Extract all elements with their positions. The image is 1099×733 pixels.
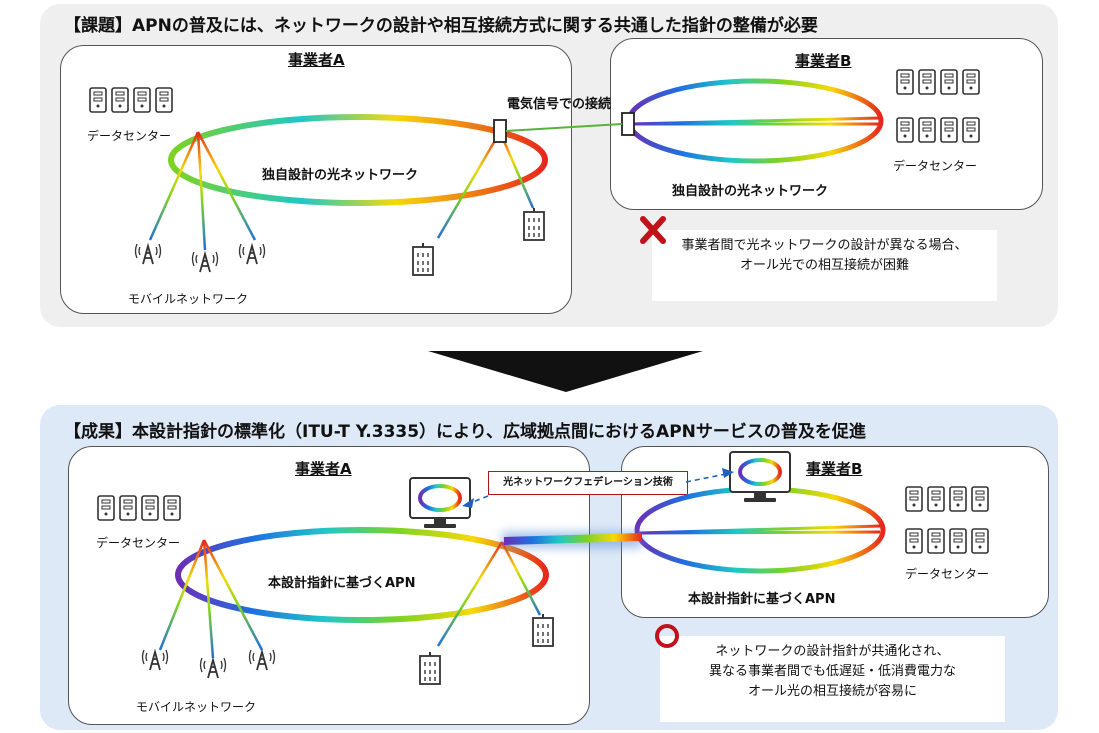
network-b-label-bottom: 本設計指針に基づくAPN bbox=[688, 592, 836, 607]
electrical-link-line bbox=[505, 123, 623, 132]
network-b-label-top: 独自設計の光ネットワーク bbox=[672, 184, 829, 199]
connection-label: 電気信号での接続 bbox=[507, 97, 612, 112]
datacenter-a-label-bottom: データセンター bbox=[96, 536, 181, 550]
server-rack-icon bbox=[905, 486, 989, 554]
datacenter-b-label-top: データセンター bbox=[893, 159, 978, 173]
building-icon bbox=[419, 613, 554, 685]
network-a-label-top: 独自設計の光ネットワーク bbox=[262, 168, 419, 183]
fail-cross-icon bbox=[640, 216, 666, 244]
result-title: 【成果】本設計指針の標準化（ITU-T Y.3335）により、広域拠点間における… bbox=[64, 422, 866, 442]
challenge-note: 事業者間で光ネットワークの設計が異なる場合、 オール光での相互接続が困難 bbox=[652, 230, 997, 301]
cell-tower-icon bbox=[141, 649, 276, 679]
challenge-title: 【課題】APNの普及には、ネットワークの設計や相互接続方式に関する共通した指針の… bbox=[64, 16, 818, 36]
federation-arrows bbox=[469, 473, 727, 504]
result-note-line3: オール光の相互接続が容易に bbox=[747, 684, 917, 699]
server-rack-icon bbox=[896, 69, 980, 143]
node-box-a-top bbox=[493, 119, 507, 143]
cell-tower-icon bbox=[134, 243, 266, 273]
network-a-label-bottom: 本設計指針に基づくAPN bbox=[268, 576, 416, 591]
mobile-label-top: モバイルネットワーク bbox=[128, 292, 249, 306]
result-note-line2: 異なる事業者間でも低遅延・低消費電力な bbox=[708, 664, 956, 679]
server-rack-icon bbox=[89, 87, 173, 113]
datacenter-b-label-bottom: データセンター bbox=[905, 567, 990, 581]
down-arrow-icon bbox=[428, 351, 703, 392]
operator-a-label-bottom: 事業者A bbox=[295, 460, 352, 478]
challenge-note-line1: 事業者間で光ネットワークの設計が異なる場合、 bbox=[681, 238, 968, 253]
datacenter-a-label-top: データセンター bbox=[87, 129, 172, 143]
monitor-icon-b bbox=[728, 450, 792, 504]
server-rack-icon bbox=[97, 495, 181, 521]
ring-network-a-top bbox=[168, 114, 548, 206]
operator-b-label-top: 事業者B bbox=[795, 52, 852, 70]
operator-b-label-bottom: 事業者B bbox=[806, 460, 863, 478]
spokes-bottom bbox=[158, 539, 542, 659]
spokes-top bbox=[148, 131, 535, 251]
node-box-b-top bbox=[621, 112, 635, 136]
result-note-line1: ネットワークの設計指針が共通化され、 bbox=[715, 644, 950, 659]
building-icon bbox=[412, 207, 545, 276]
challenge-note-line2: オール光での相互接続が困難 bbox=[739, 258, 909, 273]
optical-interconnect bbox=[503, 533, 643, 545]
monitor-icon-a bbox=[408, 476, 472, 530]
ring-network-a-bottom bbox=[175, 527, 549, 623]
mobile-label-bottom: モバイルネットワーク bbox=[136, 700, 257, 714]
operator-a-label-top: 事業者A bbox=[288, 51, 345, 69]
result-note: ネットワークの設計指針が共通化され、 異なる事業者間でも低遅延・低消費電力な オ… bbox=[660, 636, 1005, 722]
federation-label: 光ネットワークフェデレーション技術 bbox=[488, 471, 688, 495]
success-circle-icon bbox=[655, 624, 679, 648]
